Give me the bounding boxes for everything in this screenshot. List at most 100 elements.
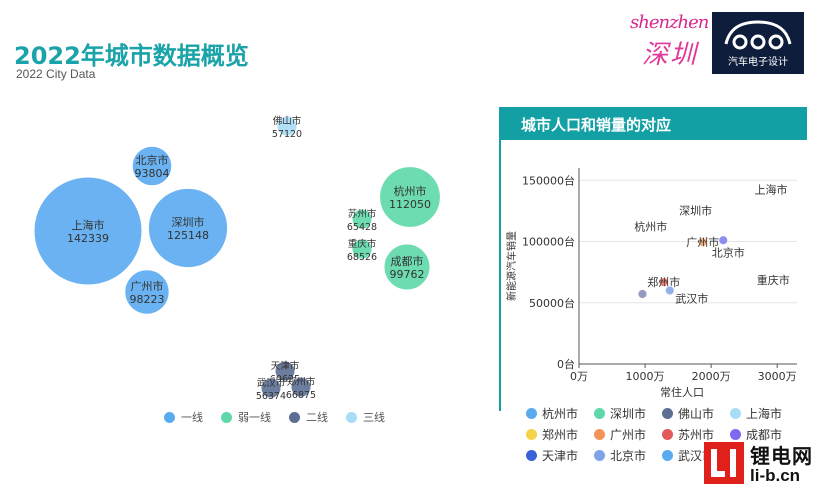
x-tick-label-2: 2000万 bbox=[692, 370, 731, 383]
car-logo-text: 汽车电子设计 bbox=[728, 57, 788, 68]
bubble-city-label-7: 重庆市 bbox=[348, 238, 377, 250]
scatter-legend-item-2[interactable]: 佛山市 bbox=[662, 405, 730, 422]
x-tick-label-3: 3000万 bbox=[758, 370, 797, 383]
bubble-legend-item-3[interactable]: 三线 bbox=[346, 409, 385, 425]
bubble-value-label-10: 56374 bbox=[256, 391, 286, 400]
scatter-point-3[interactable] bbox=[718, 235, 729, 246]
scatter-legend-item-3[interactable]: 上海市 bbox=[730, 405, 798, 422]
page-title: 2022年城市数据概览 bbox=[14, 42, 249, 70]
scatter-legend-item-8[interactable]: 天津市 bbox=[526, 447, 594, 464]
bubble-legend-label: 三线 bbox=[363, 411, 385, 424]
bubble-legend: 一线 弱一线 二线 三线 bbox=[164, 409, 385, 425]
bubble-value-label-9: 60625 bbox=[270, 374, 300, 385]
legend-dot-icon bbox=[346, 411, 357, 423]
bubble-7 bbox=[351, 238, 373, 260]
legend-dot-icon bbox=[730, 408, 741, 419]
bubble-legend-label: 二线 bbox=[306, 411, 328, 424]
bubble-city-label-11: 郑州市 bbox=[287, 376, 316, 388]
watermark-cn: 锂电网 bbox=[750, 444, 813, 468]
y-tick-label-3: 150000台 bbox=[522, 173, 575, 187]
legend-dot-icon bbox=[662, 429, 673, 440]
bubble-city-label-5: 杭州市 bbox=[394, 184, 427, 198]
bubble-legend-label: 弱一线 bbox=[238, 411, 271, 424]
scatter-point-6[interactable] bbox=[664, 285, 675, 296]
legend-dot-icon bbox=[662, 408, 673, 419]
car-electronics-logo: 汽车电子设计 bbox=[712, 12, 804, 74]
bubble-city-label-9: 天津市 bbox=[271, 360, 300, 372]
bubble-2 bbox=[131, 145, 173, 187]
shenzhen-logo-en: shenzhen bbox=[630, 12, 709, 33]
legend-dot-icon bbox=[526, 450, 537, 461]
scatter-point-label-3: 北京市 bbox=[712, 245, 745, 259]
scatter-legend-label: 杭州市 bbox=[542, 407, 579, 421]
bubble-legend-item-2[interactable]: 二线 bbox=[289, 409, 328, 425]
watermark-logo-icon bbox=[704, 442, 744, 484]
bubble-chart: 上海市142339深圳市125148北京市93804广州市98223佛山市571… bbox=[33, 115, 441, 400]
y-axis-label: 新能源汽车销量 bbox=[505, 231, 518, 301]
bubble-0 bbox=[33, 176, 143, 286]
scatter-point-label-9: 重庆市 bbox=[757, 273, 790, 287]
scatter-point-label-0: 上海市 bbox=[755, 183, 788, 197]
y-tick-label-1: 50000台 bbox=[529, 296, 575, 310]
bubble-legend-item-0[interactable]: 一线 bbox=[164, 409, 203, 425]
bubble-10 bbox=[260, 377, 282, 399]
scatter-legend-label: 上海市 bbox=[746, 407, 783, 421]
scatter-legend-item-0[interactable]: 杭州市 bbox=[526, 405, 594, 422]
scatter-legend-label: 郑州市 bbox=[542, 428, 579, 442]
bubble-city-label-8: 成都市 bbox=[391, 254, 424, 268]
bubble-11 bbox=[290, 376, 312, 398]
scatter-point-4[interactable] bbox=[697, 237, 708, 248]
bubble-city-label-1: 深圳市 bbox=[172, 215, 205, 229]
scatter-point-label-6: 武汉市 bbox=[675, 292, 708, 306]
legend-dot-icon bbox=[594, 429, 605, 440]
scatter-point-label-2: 杭州市 bbox=[634, 220, 667, 234]
watermark-en: li-b.cn bbox=[750, 466, 801, 485]
scatter-legend-label: 佛山市 bbox=[678, 407, 715, 421]
scatter-point-label-1: 深圳市 bbox=[679, 204, 712, 218]
scatter-legend-item-5[interactable]: 广州市 bbox=[594, 426, 662, 443]
bubble-value-label-6: 65428 bbox=[347, 222, 377, 233]
scatter-legend-item-7[interactable]: 成都市 bbox=[730, 426, 798, 443]
legend-dot-icon bbox=[164, 411, 175, 423]
watermark: 锂电网 li-b.cn bbox=[704, 440, 814, 490]
scatter-point-5[interactable] bbox=[658, 277, 669, 287]
bubble-legend-item-1[interactable]: 弱一线 bbox=[221, 409, 271, 425]
shenzhen-logo: shenzhen 深圳 bbox=[628, 12, 709, 74]
scatter-legend-item-9[interactable]: 北京市 bbox=[594, 447, 662, 464]
scatter-point-8[interactable] bbox=[637, 289, 648, 299]
scatter-legend-item-4[interactable]: 郑州市 bbox=[526, 426, 594, 443]
legend-dot-icon bbox=[594, 408, 605, 419]
bubble-value-label-5: 112050 bbox=[389, 198, 431, 211]
x-axis-label: 常住人口 bbox=[660, 385, 704, 399]
legend-dot-icon bbox=[221, 411, 232, 423]
legend-dot-icon bbox=[289, 411, 300, 423]
scatter-panel-header: 城市人口和销量的对应 bbox=[501, 107, 807, 140]
scatter-point-label-5: 郑州市 bbox=[647, 275, 680, 289]
scatter-legend-label: 天津市 bbox=[542, 449, 579, 463]
bubble-value-label-3: 98223 bbox=[130, 293, 165, 306]
bubble-8 bbox=[383, 243, 431, 291]
bubble-value-label-4: 57120 bbox=[272, 129, 302, 140]
legend-dot-icon bbox=[526, 408, 537, 419]
bubble-1 bbox=[147, 187, 229, 269]
y-tick-label-0: 0台 bbox=[557, 357, 575, 371]
bubble-city-label-3: 广州市 bbox=[131, 279, 164, 293]
bubble-value-label-7: 68526 bbox=[347, 252, 377, 263]
x-tick-label-1: 1000万 bbox=[626, 370, 665, 383]
scatter-legend: 杭州市深圳市佛山市上海市郑州市广州市苏州市成都市天津市北京市武汉市 bbox=[526, 405, 816, 464]
bubble-value-label-0: 142339 bbox=[67, 232, 109, 245]
scatter-legend-label: 广州市 bbox=[610, 428, 647, 442]
scatter-legend-item-1[interactable]: 深圳市 bbox=[594, 405, 662, 422]
scatter-legend-item-6[interactable]: 苏州市 bbox=[662, 426, 730, 443]
scatter-legend-label: 苏州市 bbox=[678, 428, 715, 442]
bubble-4 bbox=[276, 115, 298, 137]
legend-dot-icon bbox=[730, 429, 741, 440]
bubble-city-label-2: 北京市 bbox=[136, 153, 169, 167]
scatter-legend-label: 北京市 bbox=[610, 449, 647, 463]
bubble-9 bbox=[274, 360, 296, 382]
car-icon bbox=[724, 20, 792, 50]
legend-dot-icon bbox=[526, 429, 537, 440]
scatter-panel-title: 城市人口和销量的对应 bbox=[521, 116, 672, 134]
